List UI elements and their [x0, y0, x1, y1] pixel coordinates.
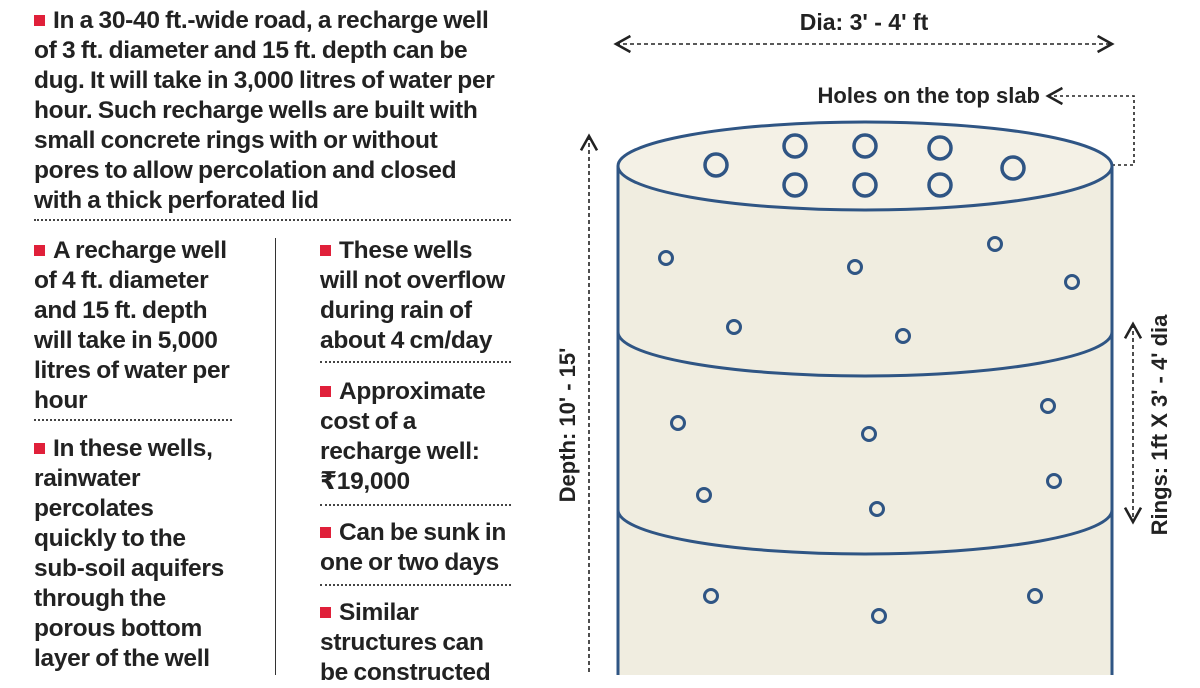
bullet-icon — [320, 245, 331, 256]
bullet-icon — [320, 607, 331, 618]
note-right-1: These wells will not overflow during rai… — [320, 236, 515, 356]
note-left-1: A recharge well of 4 ft. diameter and 15… — [34, 236, 239, 416]
slab-hole — [852, 133, 878, 159]
pore — [703, 588, 719, 604]
ring-joint — [616, 331, 1114, 378]
pore — [871, 608, 887, 624]
note-top: In a 30-40 ft.-wide road, a recharge wel… — [34, 6, 504, 216]
note-left-1-text: A recharge well of 4 ft. diameter and 15… — [34, 237, 230, 414]
slab-hole — [1000, 155, 1026, 181]
pore — [670, 415, 686, 431]
pore — [1064, 274, 1080, 290]
ring-pores — [658, 236, 1080, 624]
pore — [1027, 588, 1043, 604]
note-right-3-text: Can be sunk in one or two days — [320, 519, 507, 576]
pore — [895, 328, 911, 344]
slab-hole — [852, 172, 878, 198]
separator — [320, 584, 511, 586]
note-top-text: In a 30-40 ft.-wide road, a recharge wel… — [34, 7, 495, 214]
pore — [1040, 398, 1056, 414]
top-slab-holes — [703, 133, 1026, 198]
separator — [320, 361, 511, 363]
holes-label: Holes on the top slab — [818, 83, 1040, 108]
bullet-icon — [320, 527, 331, 538]
ring-joint — [616, 509, 1114, 556]
pore — [987, 236, 1003, 252]
slab-hole — [927, 135, 953, 161]
bullet-icon — [320, 386, 331, 397]
separator — [320, 504, 511, 506]
slab-hole — [782, 133, 808, 159]
bullet-icon — [34, 245, 45, 256]
note-right-3: Can be sunk in one or two days — [320, 518, 515, 578]
column-divider — [275, 238, 276, 675]
pore — [869, 501, 885, 517]
slab-hole — [782, 172, 808, 198]
top-slab — [616, 120, 1114, 212]
slab-hole — [927, 172, 953, 198]
note-left-2-text: In these wells, rainwater percolates qui… — [34, 435, 224, 672]
diameter-label: Dia: 3' - 4' ft — [800, 9, 929, 35]
pore — [847, 259, 863, 275]
slab-hole — [703, 152, 729, 178]
depth-label: Depth: 10' - 15' — [555, 348, 580, 503]
note-right-2: Approximate cost of a recharge well: ₹19… — [320, 377, 510, 497]
well-body — [618, 166, 1112, 675]
bullet-icon — [34, 15, 45, 26]
note-left-2: In these wells, rainwater percolates qui… — [34, 434, 234, 674]
pore — [1046, 473, 1062, 489]
note-right-2-text: Approximate cost of a recharge well: ₹19… — [320, 378, 486, 495]
pore — [726, 319, 742, 335]
bullet-icon — [34, 443, 45, 454]
rings-label: Rings: 1ft X 3' - 4' dia — [1147, 314, 1172, 535]
pore — [658, 250, 674, 266]
pore — [696, 487, 712, 503]
note-right-1-text: These wells will not overflow during rai… — [320, 237, 505, 354]
separator — [34, 419, 232, 421]
pore — [861, 426, 877, 442]
separator — [34, 219, 511, 221]
